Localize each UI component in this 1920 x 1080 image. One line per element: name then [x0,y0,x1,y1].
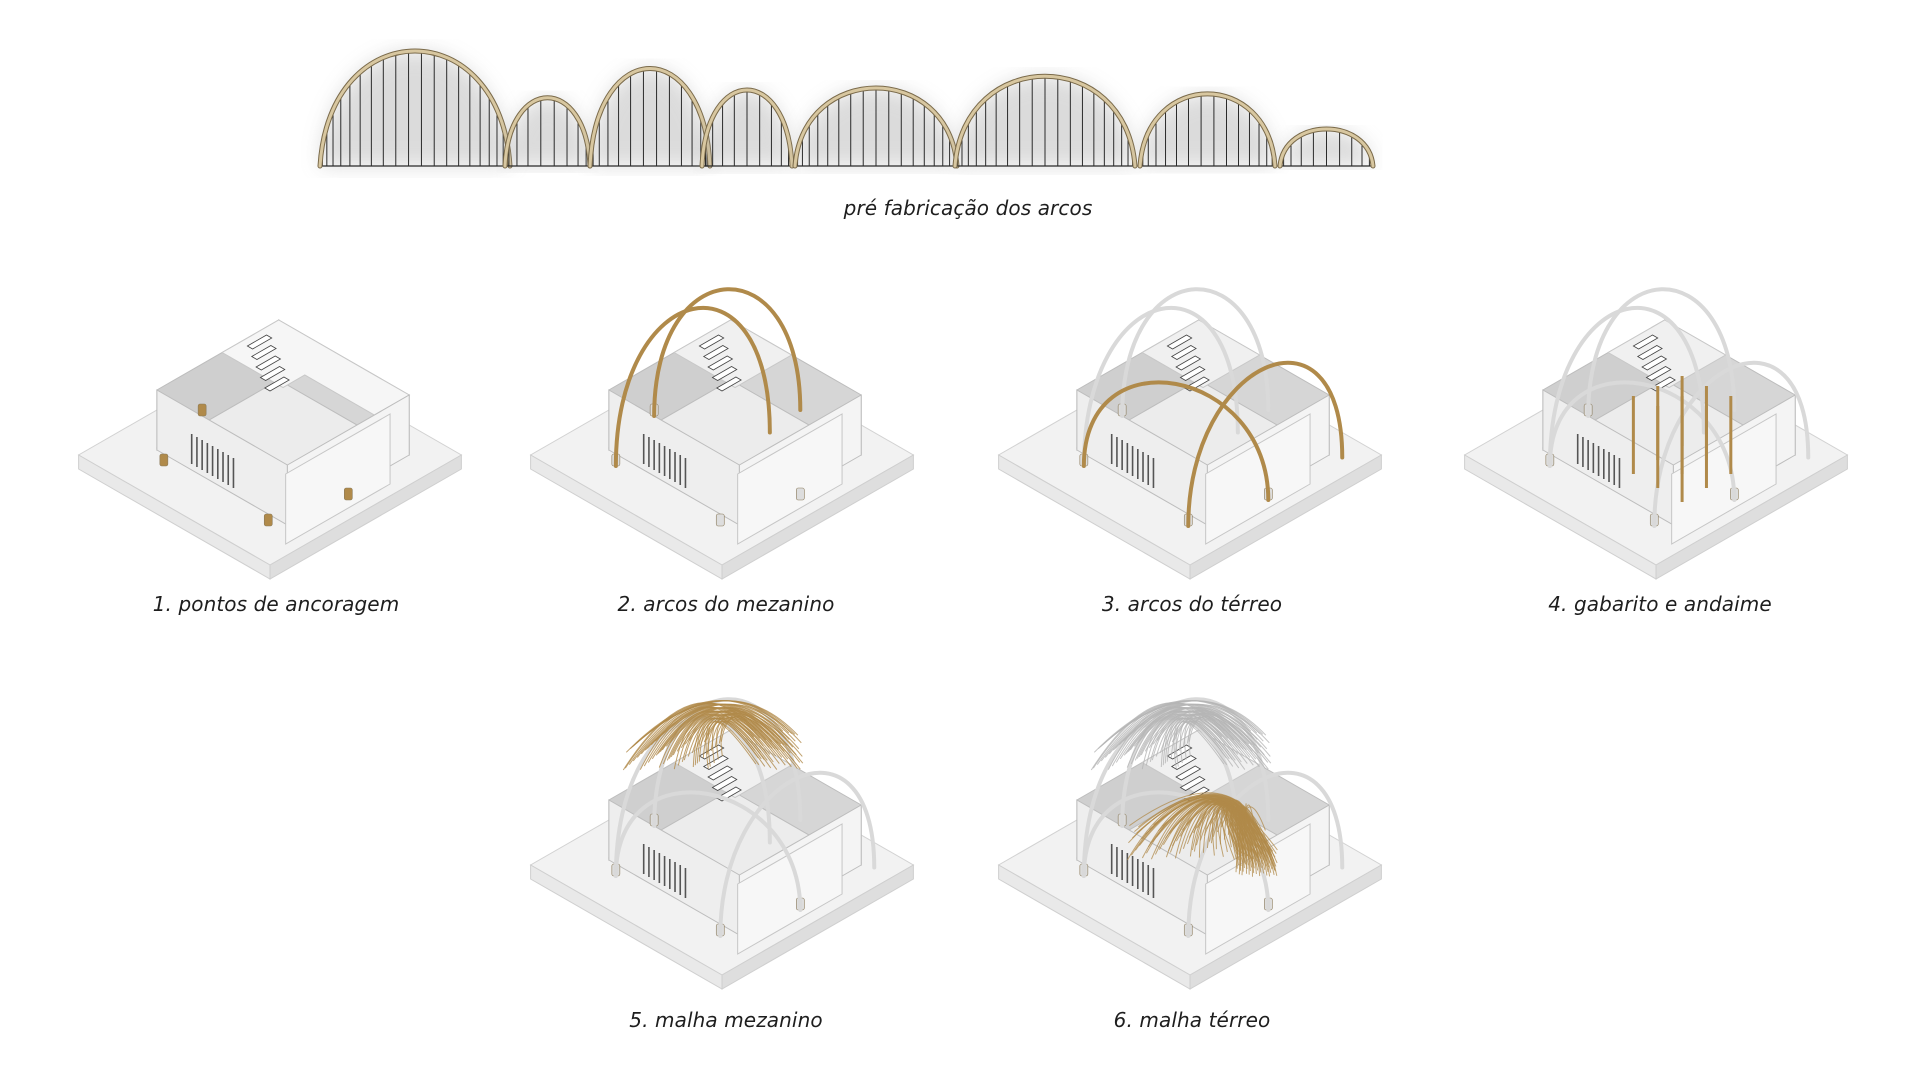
base-slab-side-left [998,864,1191,990]
stair-step [1179,776,1206,791]
stair-step [1179,366,1206,381]
stair-step [1175,355,1202,371]
iso-model-step-6 [997,697,1383,990]
mezzanine-arch [1547,305,1706,468]
stair-step [698,334,725,350]
step-label-6: 6. malha térreo [1113,1008,1271,1032]
step-panel-3 [980,265,1400,595]
prefab-arch [699,87,795,169]
mezzanine-arch [1586,287,1737,418]
stair-step [1636,345,1663,360]
stair-step [715,376,742,392]
anchor-point [715,513,725,527]
mezzanine-mesh [1090,700,1272,771]
prefab-arch [1137,91,1278,169]
step-label-5: 5. malha mezanino [629,1008,823,1032]
boundary-wall [1671,413,1777,545]
step-label-4: 4. gabarito e andaime [1548,592,1772,616]
ground-mesh [1126,792,1278,877]
iso-model-step-1 [77,319,463,580]
stair-step [246,334,273,350]
arches-svg [317,48,1376,169]
step-label-2: 2. arcos do mezanino [617,592,835,616]
iso-model [529,287,915,580]
step-label-1: 1. pontos de ancoragem [152,592,400,616]
anchor-point [795,487,805,501]
iso-model [997,287,1383,580]
ground-arch [1652,360,1811,528]
stair-step [1645,366,1672,381]
stair-step [1170,345,1197,360]
step-panel-4 [1446,265,1866,595]
iso-model-step-2 [529,287,915,580]
boundary-wall [1205,413,1311,545]
iso-model [1463,287,1849,580]
prefab-arch [502,95,593,169]
stair-step [698,744,725,760]
anchor-point [197,403,207,417]
iso-model-step-4 [1463,287,1849,580]
stair-step [707,355,734,371]
iso-model [77,319,463,580]
anchor-point [159,453,169,467]
prefab-arch [952,74,1138,169]
iso-model [997,697,1383,990]
step-panel-6 [980,675,1400,1005]
boundary-wall [737,823,843,955]
anchor-point [343,487,353,501]
step-label-3: 3. arcos do térreo [1101,592,1283,616]
stair-step [250,345,277,360]
anchor-point [263,513,273,527]
stair-step [259,366,286,381]
prefab-caption: pré fabricação dos arcos [843,196,1093,220]
stair-step [711,776,738,791]
stair-step [1166,334,1193,350]
stair-step [263,376,290,392]
base-slab-side-left [1464,454,1657,580]
step-panel-5 [512,675,932,1005]
mezzanine-arch [613,305,772,468]
mezzanine-arch [652,287,803,418]
ground-arch [1186,770,1345,938]
stair-step [1632,334,1659,350]
ground-arch [1081,380,1271,502]
stair-step [1641,355,1668,371]
boundary-wall [737,413,843,545]
prefab-arch [1277,126,1376,169]
step-panel-2 [512,265,932,595]
stair-step [255,355,282,371]
stair-step [1166,744,1193,760]
prefab-arch [792,85,960,169]
mezzanine-arch [1081,305,1240,468]
boundary-wall [285,413,391,545]
prefab-arch [587,66,713,169]
base-slab-side-left [998,454,1191,580]
boundary-wall [1205,823,1311,955]
mezzanine-arch [1120,287,1271,418]
stair-step [702,345,729,360]
prefab-arch [317,48,513,169]
ground-arch [718,770,877,938]
base-slab-side-left [530,454,723,580]
iso-model [529,697,915,990]
ground-arch [1547,380,1737,502]
iso-model-step-3 [997,287,1383,580]
stair-step [707,765,734,781]
prefab-arches-diagram [290,30,1590,190]
ground-arch [1186,360,1345,528]
stair-step [711,366,738,381]
stair-step [1175,765,1202,781]
iso-model-step-5 [529,697,915,990]
mezzanine-mesh [622,700,804,771]
step-panel-1 [60,285,480,595]
base-slab-side-left [530,864,723,990]
ground-arch [613,790,803,912]
base-slab-side-left [78,454,271,580]
